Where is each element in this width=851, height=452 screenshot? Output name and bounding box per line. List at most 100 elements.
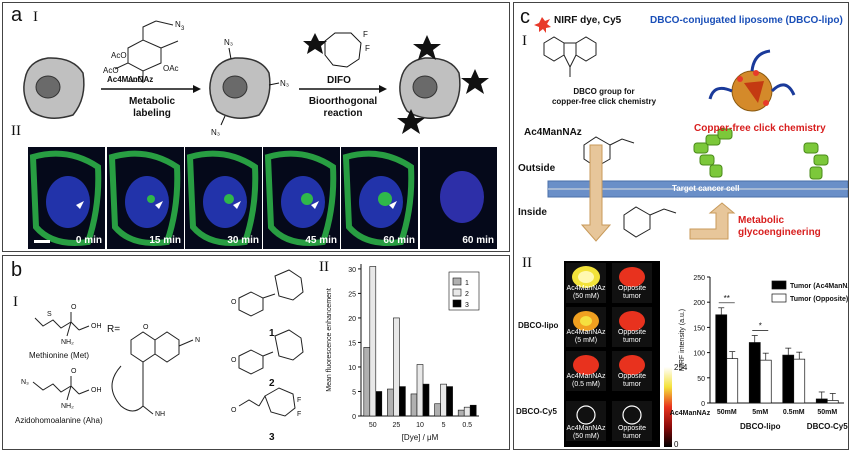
compound-2-number: 2 — [269, 378, 275, 389]
bar — [457, 409, 465, 417]
y-tick-label: 0 — [701, 401, 705, 408]
x-tick-label: 0.5mM — [783, 409, 805, 416]
y-axis-title: Mean fluorescence enhancement — [326, 288, 333, 392]
svg-text:N: N — [195, 337, 200, 344]
panel-b-label: b — [11, 259, 23, 281]
svg-text:O: O — [231, 357, 237, 364]
bar — [463, 406, 471, 417]
svg-text:OH: OH — [91, 387, 102, 394]
svg-text:F: F — [365, 44, 370, 53]
y-tick-label: 20 — [348, 316, 356, 323]
svg-text:NH₂: NH₂ — [61, 339, 74, 346]
svg-text:OAc: OAc — [163, 64, 179, 73]
legend-swatch — [771, 280, 787, 290]
methionine-label: Methionine (Met) — [29, 351, 90, 360]
svg-text:AcO: AcO — [103, 66, 119, 75]
micrograph-60min: 60 min — [341, 147, 418, 249]
svg-text:OH: OH — [91, 323, 102, 330]
bar — [826, 400, 839, 404]
panel-b: b I II S OH O NH₂ N₃ OH O NH₂ O N NH — [2, 255, 510, 450]
legend-swatch — [771, 293, 787, 303]
legend-label: Tumor (Opposite) — [790, 296, 848, 303]
bar — [416, 364, 424, 417]
y-tick-label: 50 — [697, 376, 705, 383]
micrograph-45min: 45 min — [263, 147, 340, 249]
svg-text:N₃: N₃ — [280, 79, 289, 88]
colorbar-min: 0 — [674, 440, 679, 449]
x-axis-title: [Dye] / μM — [402, 433, 439, 442]
bar — [782, 354, 795, 404]
legend-swatch — [452, 288, 462, 297]
metabolic-arrow — [689, 202, 736, 240]
bar — [793, 358, 806, 404]
panel-b-roman-1: I — [13, 294, 18, 310]
outside-label: Outside — [518, 163, 556, 174]
panel-a-label: a — [11, 4, 23, 26]
y-tick-label: 250 — [693, 275, 705, 282]
svg-text:N₃: N₃ — [211, 128, 220, 137]
bar — [446, 386, 453, 417]
inside-label: Inside — [518, 207, 547, 218]
legend-label: Tumor (Ac4ManNAz) — [790, 283, 849, 290]
y-tick-label: 10 — [348, 365, 356, 372]
nirf-dye-icon — [534, 17, 551, 33]
x-tick-label: 50 — [369, 422, 377, 429]
panel-c-label: c — [520, 6, 530, 28]
sugar-name-label: Ac4ManNAz — [107, 75, 154, 84]
bar — [715, 314, 728, 404]
image-05mm-treated: Ac4ManNAz(0.5 mM) — [566, 351, 606, 391]
x-tick-label: 50mM — [717, 409, 737, 416]
ac4mannaz-structure — [114, 20, 179, 83]
svg-text:NH: NH — [155, 411, 165, 418]
y-tick-label: 150 — [693, 325, 705, 332]
image-5mm-treated: Ac4ManNAz(5 mM) — [566, 307, 606, 347]
panel-c-roman-1: I — [522, 33, 527, 49]
image-cy5-treated: Ac4ManNAz(50 mM) — [566, 401, 606, 441]
bar — [363, 347, 371, 417]
panel-a-scheme: AcO AcO OAc N 3 AcO N₃ N₃ N₃ F F — [23, 20, 489, 137]
bar — [422, 383, 430, 417]
micrograph-15min: 15 min — [107, 147, 184, 249]
panel-b-roman-2: II — [319, 259, 329, 275]
uptake-arrow — [580, 144, 612, 242]
colorbar — [664, 367, 672, 447]
bar — [759, 359, 772, 404]
svg-text:O: O — [71, 304, 77, 311]
ac4mannaz-label-c: Ac4ManNAz — [524, 127, 582, 138]
svg-text:N₃: N₃ — [224, 38, 233, 47]
panel-a-roman-1: I — [33, 9, 38, 25]
group-label: DBCO-lipo — [740, 422, 781, 431]
panel-a-roman-2: II — [11, 123, 21, 139]
micrograph-30min: 30 min — [185, 147, 262, 249]
svg-text:F: F — [297, 397, 301, 404]
significance-marker: * — [759, 322, 762, 331]
glycan-clusters — [693, 128, 829, 180]
svg-text:F: F — [297, 411, 301, 418]
y-tick-label: 30 — [348, 267, 356, 274]
row-label-dbco-cy5: DBCO-Cy5 — [516, 407, 557, 416]
x-tick-label: 5 — [442, 422, 446, 429]
group-label: DBCO-Cy5 — [807, 422, 848, 431]
dbco-lipo-title: DBCO-conjugated liposome (DBCO-lipo) — [650, 15, 843, 26]
compound-1-number: 1 — [269, 328, 275, 339]
bar — [434, 403, 441, 417]
y-tick-label: 15 — [348, 340, 356, 347]
bar — [387, 388, 394, 417]
svg-text:AcO: AcO — [128, 75, 144, 84]
y-tick-label: 100 — [693, 351, 705, 358]
legend-label: 2 — [465, 291, 469, 298]
micrograph-0min: 0 min — [28, 147, 105, 249]
nirf-dye-label: NIRF dye, Cy5 — [554, 15, 622, 26]
x-tick-label: 25 — [393, 422, 401, 429]
legend-label: 1 — [465, 280, 469, 287]
micrograph-60min-control: 60 min — [420, 147, 497, 249]
bar — [440, 383, 447, 417]
bar — [410, 393, 418, 417]
x-axis-title: Ac4ManNAz — [670, 410, 711, 417]
